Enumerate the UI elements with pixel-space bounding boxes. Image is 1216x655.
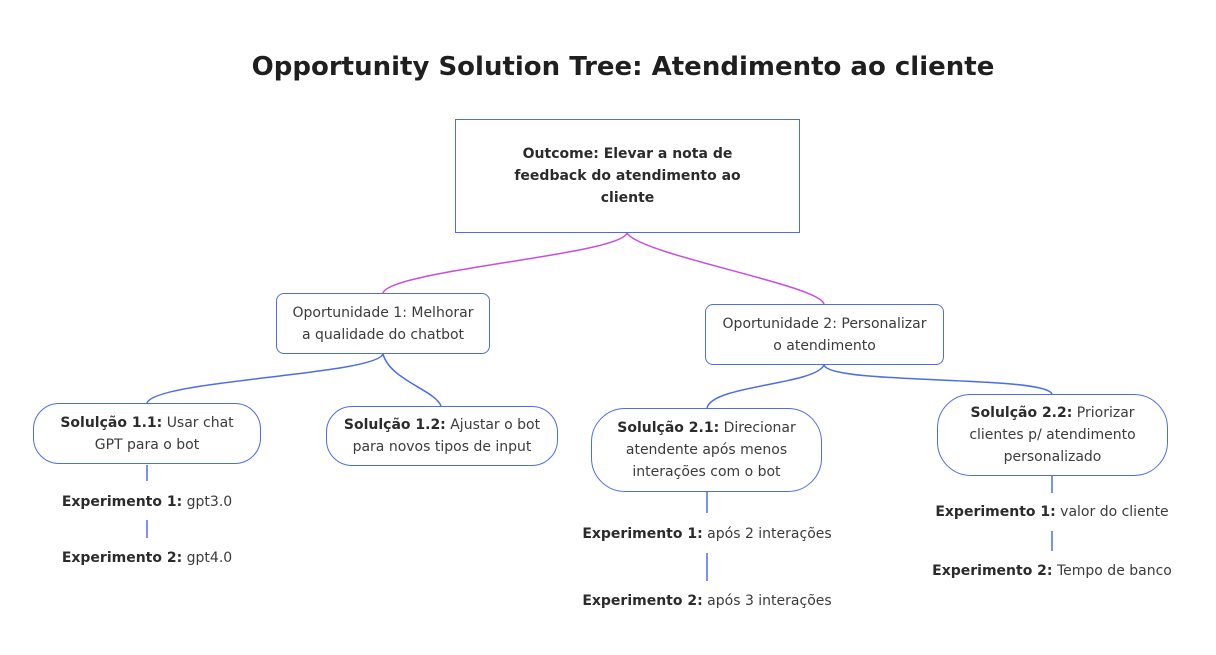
link-opp2-sol21 <box>706 364 825 409</box>
solution-2-2-text: Priorizar clientes p/ atendimento person… <box>969 405 1136 465</box>
outcome-text: Outcome: Elevar a nota de feedback do at… <box>514 146 741 206</box>
s22-experiment-2-text: Tempo de banco <box>1056 563 1172 579</box>
s11-experiment-1-label: Experimento 1: <box>61 494 183 510</box>
solution-1-1-content: Solulção 1.1: Usar chat GPT para o bot <box>48 412 246 456</box>
s11-experiment-1: Experimento 1: gpt3.0 <box>62 493 232 511</box>
s21-experiment-2-label: Experimento 2: <box>582 593 703 609</box>
s11-experiment-1-text: gpt3.0 <box>186 494 233 510</box>
solution-2-1-label: Solulção 2.1: <box>617 420 720 436</box>
s21-experiment-2-text: após 3 interações <box>707 593 832 609</box>
link-outcome-opp2 <box>626 232 825 305</box>
outcome-node: Outcome: Elevar a nota de feedback do at… <box>455 119 800 233</box>
solution-2-2-content: Solulção 2.2: Priorizar clientes p/ aten… <box>956 402 1149 468</box>
opportunity-2-text: Oportunidade 2: Personalizar o atendimen… <box>722 315 927 354</box>
s22-experiment-1-label: Experimento 1: <box>935 504 1056 520</box>
solution-1-1-label: Solulção 1.1: <box>60 414 163 431</box>
link-opp2-sol22 <box>823 364 1053 395</box>
opportunity-1-text: Oportunidade 1: Melhorar a qualidade do … <box>292 304 474 343</box>
solution-1-2-node: Solulção 1.2: Ajustar o bot para novos t… <box>326 406 558 466</box>
s21-experiment-2: Experimento 2: após 3 interações <box>582 592 831 610</box>
solution-1-1-text: Usar chat GPT para o bot <box>94 414 234 453</box>
s11-experiment-2-label: Experimento 2: <box>61 550 183 566</box>
s21-experiment-1-label: Experimento 1: <box>582 526 703 542</box>
diagram-title: Opportunity Solution Tree: Atendimento a… <box>251 52 995 82</box>
s22-experiment-2: Experimento 2: Tempo de banco <box>932 562 1172 580</box>
link-outcome-opp1 <box>382 232 628 294</box>
solution-1-2-label: Solulção 1.2: <box>343 417 446 433</box>
opportunity-1-node: Oportunidade 1: Melhorar a qualidade do … <box>276 293 490 354</box>
s21-experiment-1: Experimento 1: após 2 interações <box>582 525 831 543</box>
s22-experiment-2-label: Experimento 2: <box>932 563 1053 579</box>
solution-1-2-content: Solulção 1.2: Ajustar o bot para novos t… <box>343 414 541 458</box>
solution-1-1-node: Solulção 1.1: Usar chat GPT para o bot <box>33 403 261 464</box>
s11-experiment-2-text: gpt4.0 <box>186 550 233 566</box>
solution-2-2-label: Solulção 2.2: <box>970 405 1073 421</box>
solution-2-1-content: Solulção 2.1: Direcionar atendente após … <box>610 417 803 483</box>
solution-1-2-text: Ajustar o bot para novos tipos de input <box>352 417 541 455</box>
solution-2-1-node: Solulção 2.1: Direcionar atendente após … <box>591 408 822 492</box>
s11-experiment-2: Experimento 2: gpt4.0 <box>62 549 232 567</box>
solution-2-1-text: Direcionar atendente após menos interaçõ… <box>625 420 796 480</box>
opportunity-2-node: Oportunidade 2: Personalizar o atendimen… <box>705 304 944 365</box>
solution-2-2-node: Solulção 2.2: Priorizar clientes p/ aten… <box>937 394 1168 476</box>
s21-experiment-1-text: após 2 interações <box>707 526 832 542</box>
s22-experiment-1-text: valor do cliente <box>1060 504 1169 520</box>
link-opp1-sol12 <box>382 353 442 407</box>
link-opp1-sol11 <box>146 353 384 404</box>
s22-experiment-1: Experimento 1: valor do cliente <box>935 503 1168 521</box>
